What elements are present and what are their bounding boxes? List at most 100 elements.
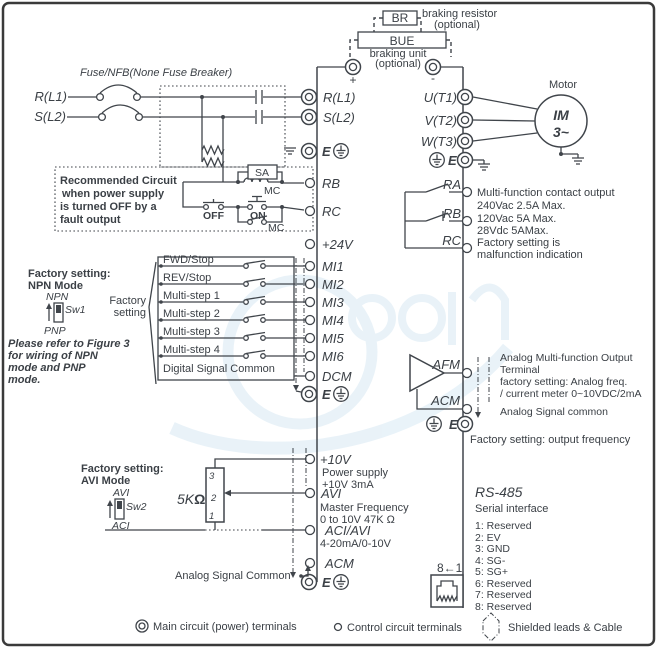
recommended-line-2: when power supply: [61, 188, 165, 200]
bracket-label-2: setting: [114, 307, 146, 319]
terminal-e-top: [300, 142, 318, 160]
braking-resistor-note: braking resistor: [422, 8, 498, 20]
rc-label: RC: [442, 233, 461, 248]
fuse-nfb-note: Fuse/NFB(None Fuse Breaker): [80, 67, 233, 79]
digital-input-box: [157, 256, 295, 381]
npn-note-2: for wiring of NPN: [8, 350, 99, 362]
digital-row-label-4: Multi-step 2: [163, 308, 220, 320]
common-arrow: [305, 565, 311, 571]
sw2-knob: [117, 501, 122, 509]
rs485-pin-2: 2: EV: [475, 532, 501, 544]
terminal-rb-label: RB: [322, 176, 340, 191]
digital-row-label-2: REV/Stop: [163, 272, 211, 284]
ra-label: RA: [443, 177, 461, 192]
relay-note-2: 240Vac 2.5A Max.: [477, 200, 565, 212]
sw1-arrow-head: [46, 303, 52, 309]
fuse-r: [99, 84, 138, 94]
main-terminal-icon: [135, 619, 149, 633]
varistor-2: [201, 156, 225, 168]
rs485-pin-5: 5: SG+: [475, 566, 508, 578]
braking-unit-box: [357, 31, 447, 49]
recommended-line-1: Recommended Circuit: [60, 175, 177, 187]
terminal-avi: [304, 487, 316, 499]
avi-mode-label: AVI Mode: [81, 475, 130, 487]
terminal-r: [300, 88, 318, 106]
analog-shield-arrow: [290, 572, 296, 578]
terminal-e-mid-label: E: [322, 387, 331, 402]
terminal-10v: [304, 453, 316, 465]
avi-note-2: 0 to 10V 47K Ω: [320, 514, 395, 526]
power-supply-note-2: +10V 3mA: [322, 479, 374, 491]
ra-contact: [405, 183, 462, 193]
afm-amplifier-icon: [409, 353, 446, 393]
terminal-avi-label: AVI: [320, 486, 342, 501]
terminal-mi2-label: MI2: [322, 277, 344, 292]
digital-shield-arrow: [293, 385, 299, 391]
npn-up-label: NPN: [46, 291, 69, 303]
aci-label: ACI: [111, 520, 130, 532]
mc-lower-label: MC: [268, 222, 285, 234]
terminal-aci-avi: [304, 524, 316, 536]
off-button: [203, 199, 224, 204]
terminal-acm-right: [461, 403, 473, 415]
factory-setting-brace: [148, 261, 157, 385]
aci-note: 4-20mA/0-10V: [320, 538, 392, 550]
rs485-subtitle: Serial interface: [475, 503, 548, 515]
filter-ground-icon: [284, 147, 296, 155]
pot-pin-2: 2: [210, 493, 217, 504]
npn-note-1: Please refer to Figure 3: [8, 338, 130, 350]
avi-pot-section: Factory setting: AVI Mode AVI Sw2 ACI 5K…: [81, 448, 311, 582]
analog-note-3: factory setting: Analog freq.: [500, 376, 627, 388]
rj45-port-icon: [430, 574, 464, 608]
terminal-e-top-label: E: [322, 144, 331, 159]
sw2-switch-icon: [114, 498, 125, 520]
rb-label: RB: [443, 206, 461, 221]
pe-icon-right: [429, 152, 445, 168]
terminal-mi2: [304, 278, 316, 290]
analog-output-section: AFM ACM E Analog Multi-function Output T…: [409, 352, 642, 446]
terminal-24v: [304, 238, 316, 250]
power-input-section: Fuse/NFB(None Fuse Breaker) R(L1) S(L2): [34, 67, 302, 182]
terminal-rc: [304, 205, 316, 217]
terminal-dcm-label: DCM: [322, 369, 352, 384]
mc-contact: [247, 215, 268, 221]
terminal-e-mid: [300, 385, 318, 403]
braking-resistor-label: BR: [392, 11, 409, 25]
sw1-switch-icon: [53, 302, 64, 323]
sw2-arrow-head: [107, 500, 113, 506]
rs485-pin-1: 1: Reserved: [475, 520, 532, 532]
pot-pin-1: 1: [209, 511, 214, 522]
terminal-e-right-label: E: [448, 153, 457, 168]
rs485-pin-4: 4: SG-: [475, 555, 506, 567]
npn-factory-setting: Factory setting:: [28, 268, 111, 280]
rs485-pin-6: 6: Reserved: [475, 578, 532, 590]
terminal-e-bot: [300, 573, 318, 591]
shield-cable-icon: [482, 612, 500, 642]
motor-phase-label: 3~: [553, 124, 569, 140]
digital-row-label-6: Multi-step 4: [163, 344, 220, 356]
recommended-circuit-section: Recommended Circuit when power supply is…: [54, 164, 314, 234]
terminal-r-label: R(L1): [323, 90, 356, 105]
terminal-s-label: S(L2): [323, 110, 355, 125]
bracket-label-1: Factory: [109, 295, 146, 307]
terminal-e-right: [456, 151, 474, 169]
terminal-w-label: W(T3): [421, 134, 457, 149]
terminal-ra: [461, 186, 473, 198]
source-s-label: S(L2): [34, 109, 66, 124]
analog-signal-common-label: Analog Signal Common: [175, 570, 291, 582]
legend-main-label: Main circuit (power) terminals: [153, 621, 297, 633]
braking-unit-label: BUE: [390, 34, 415, 48]
legend-control-label: Control circuit terminals: [347, 622, 462, 634]
digital-row-wires: [158, 264, 306, 377]
pot-wiper-arrow: [224, 489, 231, 497]
terminal-mi4-label: MI4: [322, 313, 344, 328]
avi-note-1: Master Frequency: [320, 502, 409, 514]
terminal-10v-label: +10V: [320, 452, 352, 467]
avi-factory-setting: Factory setting:: [81, 463, 164, 475]
terminal-v-label: V(T2): [425, 113, 458, 128]
relay-note-6: malfunction indication: [477, 249, 583, 261]
terminal-mi3: [304, 296, 316, 308]
relay-note-1: Multi-function contact output: [477, 187, 615, 199]
